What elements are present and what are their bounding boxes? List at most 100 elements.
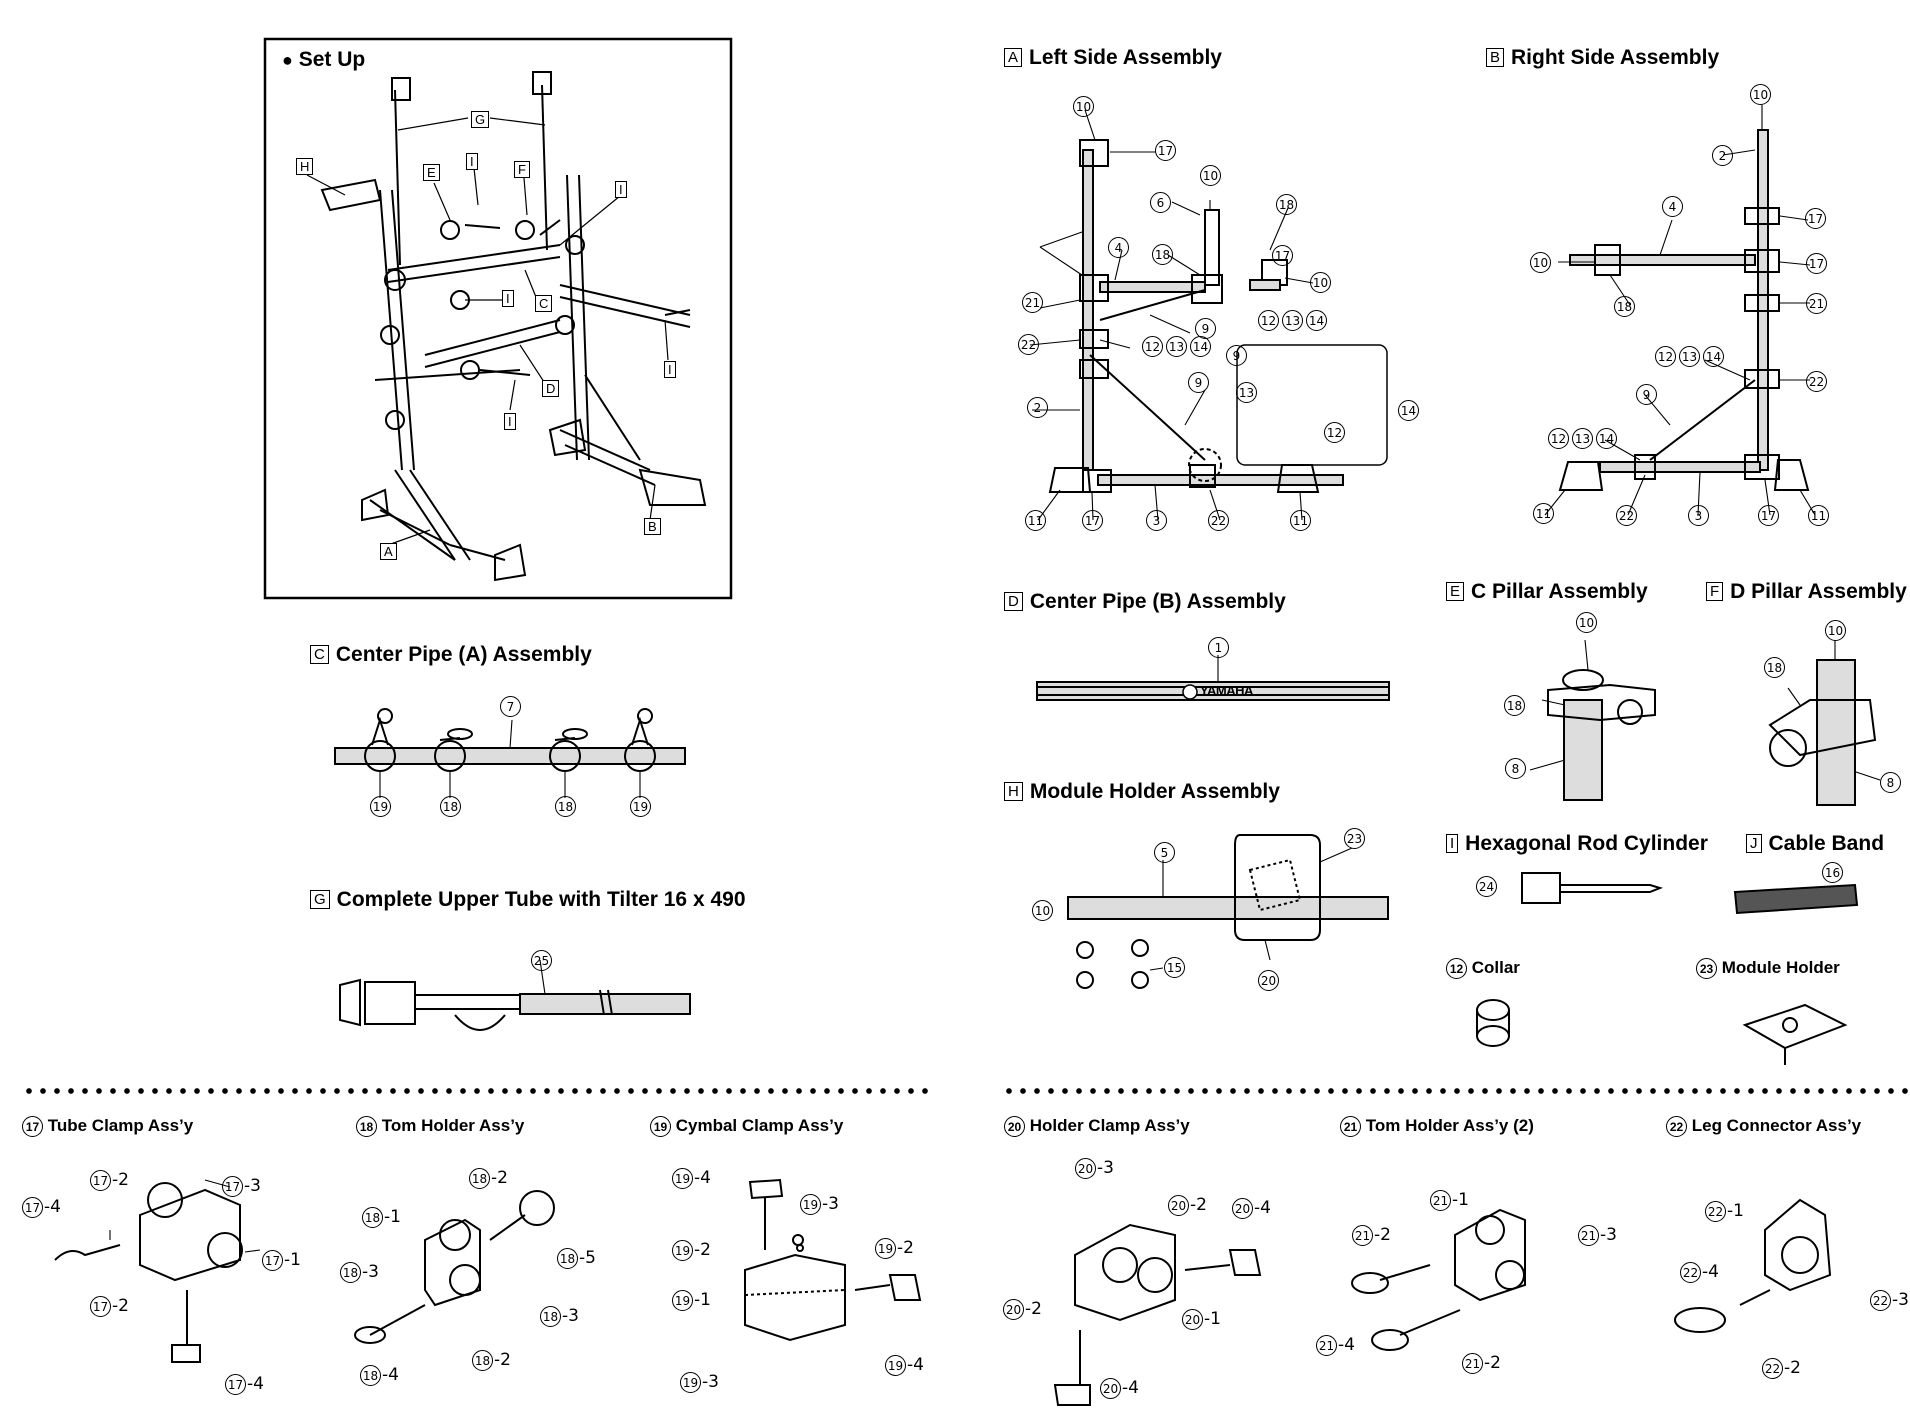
callout-p20-20-3: 20-3: [1075, 1158, 1114, 1179]
callout-B-13: 13: [1572, 428, 1593, 449]
tom-holder-2-title: 21 Tom Holder Ass’y (2): [1340, 1116, 1534, 1137]
callout-p19-19-3: 19-3: [800, 1194, 839, 1215]
callout-E-8: 8: [1505, 758, 1526, 779]
leg-connector-title: 22 Leg Connector Ass’y: [1666, 1116, 1861, 1137]
callout-A-18: 18: [1152, 244, 1173, 265]
callout-B-17: 17: [1806, 253, 1827, 274]
callout-H-10: 10: [1032, 900, 1053, 921]
callout-C-18: 18: [555, 796, 576, 817]
right-side-assembly-drawing: [1558, 129, 1810, 491]
callout-p17-17-2: 17-2: [90, 1296, 129, 1317]
callout-A-4: 4: [1108, 237, 1129, 258]
callout-A-17: 17: [1082, 510, 1103, 531]
callout-A-17: 17: [1272, 245, 1293, 266]
callout-A-11: 11: [1290, 510, 1311, 531]
callout-F-10: 10: [1825, 620, 1846, 641]
callout-H-20: 20: [1258, 970, 1279, 991]
callout-B-22: 22: [1806, 371, 1827, 392]
callout-p18-18-2: 18-2: [469, 1168, 508, 1189]
callout-p17-17-4: 17-4: [225, 1374, 264, 1395]
setup-label-a: A: [380, 543, 397, 560]
callout-A-6: 6: [1150, 192, 1171, 213]
callout-D-1: 1: [1208, 637, 1229, 658]
callout-H-15: 15: [1164, 957, 1185, 978]
callout-B-4: 4: [1662, 196, 1683, 217]
callout-A-10: 10: [1073, 96, 1094, 117]
holder-clamp-title: 20 Holder Clamp Ass’y: [1004, 1116, 1190, 1137]
callout-F-18: 18: [1764, 657, 1785, 678]
setup-label-b: B: [644, 518, 661, 535]
setup-rack-drawing: [320, 71, 707, 582]
module-holder-assembly-drawing: [1067, 834, 1389, 989]
callout-B-11: 11: [1808, 505, 1829, 526]
callout-p19-19-4: 19-4: [885, 1355, 924, 1376]
callout-p19-19-2: 19-2: [875, 1238, 914, 1259]
callout-p21-21-2: 21-2: [1352, 1225, 1391, 1246]
callout-p18-18-3: 18-3: [540, 1306, 579, 1327]
callout-H-23: 23: [1344, 828, 1365, 849]
callout-p18-18-5: 18-5: [557, 1248, 596, 1269]
callout-A-14: 14: [1398, 400, 1419, 421]
callout-A-3: 3: [1146, 510, 1167, 531]
callout-E-10: 10: [1576, 612, 1597, 633]
tom-holder-drawing: [354, 1190, 555, 1344]
callout-p21-21-1: 21-1: [1430, 1190, 1469, 1211]
callout-p17-17-4: 17-4: [22, 1197, 61, 1218]
callout-C-7: 7: [500, 696, 521, 717]
callout-B-17: 17: [1758, 505, 1779, 526]
callout-A-18: 18: [1276, 194, 1297, 215]
callout-B-12: 12: [1655, 346, 1676, 367]
callout-p18-18-4: 18-4: [360, 1365, 399, 1386]
callout-p20-20-4: 20-4: [1100, 1378, 1139, 1399]
center-pipe-b-drawing: [1036, 655, 1390, 701]
callout-G-25: 25: [531, 950, 552, 971]
callout-B-9: 9: [1636, 384, 1657, 405]
callout-E-18: 18: [1504, 695, 1525, 716]
yamaha-logo-mark: [1182, 684, 1198, 700]
callout-p19-19-4: 19-4: [672, 1168, 711, 1189]
callout-p18-18-1: 18-1: [362, 1207, 401, 1228]
callout-B-10: 10: [1750, 84, 1771, 105]
d-pillar-drawing: [1768, 640, 1881, 806]
tom-holder-2-drawing: [1351, 1208, 1526, 1351]
setup-label-g: G: [471, 111, 490, 128]
setup-label-f: F: [514, 161, 530, 178]
callout-p17-17-3: 17-3: [222, 1176, 261, 1197]
callout-B-3: 3: [1688, 505, 1709, 526]
callout-A-12: 12: [1258, 310, 1279, 331]
callout-A-9: 9: [1226, 345, 1247, 366]
callout-A-10: 10: [1200, 165, 1221, 186]
setup-label-h: H: [296, 158, 314, 175]
callout-p22-22-4: 22-4: [1680, 1262, 1719, 1283]
callout-A-17: 17: [1155, 140, 1176, 161]
setup-label-i: I: [502, 290, 514, 307]
left-side-assembly-drawing: [1048, 139, 1388, 493]
callout-p22-22-2: 22-2: [1762, 1358, 1801, 1379]
callout-p22-22-3: 22-3: [1870, 1290, 1909, 1311]
setup-label-i: I: [664, 361, 676, 378]
callout-B-12: 12: [1548, 428, 1569, 449]
cymbal-clamp-drawing: [744, 1178, 922, 1342]
setup-label-e: E: [423, 164, 440, 181]
module-holder-title: 23 Module Holder: [1696, 958, 1840, 979]
hex-rod-drawing: [1521, 872, 1664, 904]
cable-band-drawing: [1733, 883, 1859, 915]
callout-B-11: 11: [1533, 503, 1554, 524]
callout-A-14: 14: [1190, 336, 1211, 357]
callout-A-13: 13: [1166, 336, 1187, 357]
setup-label-c: C: [535, 295, 553, 312]
callout-A-13: 13: [1282, 310, 1303, 331]
callout-B-21: 21: [1806, 293, 1827, 314]
setup-label-i: I: [504, 413, 516, 430]
callout-J-16: 16: [1822, 862, 1843, 883]
dotted-divider-left: [22, 1088, 930, 1094]
callout-p18-18-3: 18-3: [340, 1262, 379, 1283]
upper-tube-drawing: [339, 959, 691, 1031]
callout-A-9: 9: [1188, 372, 1209, 393]
